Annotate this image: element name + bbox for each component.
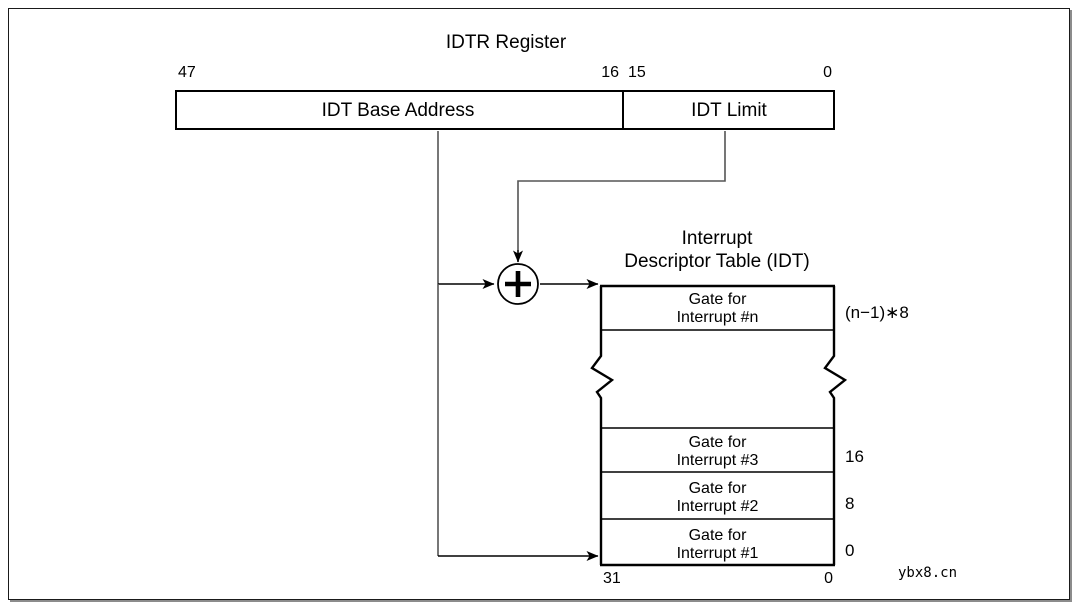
idt-bit-label-31: 31 (603, 570, 621, 587)
idt-row-1-line1: Gate for (688, 527, 747, 544)
idt-offset-n: (n−1)∗8 (845, 303, 909, 322)
idt-offset-3: 16 (845, 447, 864, 466)
idt-row-3-line1: Gate for (688, 434, 747, 451)
bit-label-47: 47 (178, 64, 196, 81)
idt-bit-label-0: 0 (824, 570, 833, 587)
idt-limit-tap-line (517, 131, 726, 250)
figure-frame (8, 8, 1070, 600)
bit-label-16: 16 (601, 64, 619, 81)
idt-left-wall-with-break (590, 286, 615, 565)
idt-row-2-line2: Interrupt #2 (676, 498, 759, 516)
idt-row-1-line2: Interrupt #1 (676, 545, 759, 563)
idt-offset-1: 0 (845, 541, 855, 560)
idt-offset-2: 8 (845, 494, 855, 513)
watermark-text: ybx8.cn (898, 565, 958, 581)
idtr-register-divider (622, 90, 624, 130)
idt-row-2-label: Gate for Interrupt #2 (600, 480, 835, 517)
bit-label-0: 0 (823, 64, 832, 81)
idt-row-n-label: Gate for Interrupt #n (600, 291, 835, 328)
field-idt-base-address: IDT Base Address (321, 100, 475, 121)
idt-row-3-label: Gate for Interrupt #3 (600, 434, 835, 471)
idt-title-line2: Descriptor Table (IDT) (624, 251, 810, 272)
idtr-register-box (175, 90, 835, 130)
bit-label-15: 15 (628, 64, 646, 81)
idt-row-n-line1: Gate for (688, 291, 747, 308)
idt-row-n-line2: Interrupt #n (676, 309, 759, 327)
field-idt-limit: IDT Limit (691, 100, 767, 121)
idt-row-2-line1: Gate for (688, 480, 747, 497)
idtr-register-title: IDTR Register (445, 32, 567, 53)
idt-row-3-line2: Interrupt #3 (676, 452, 759, 470)
adder-plus-icon (505, 271, 531, 297)
idt-right-wall-with-break (823, 286, 848, 565)
idt-title-line1: Interrupt (681, 228, 753, 249)
idt-row-1-label: Gate for Interrupt #1 (600, 527, 835, 564)
